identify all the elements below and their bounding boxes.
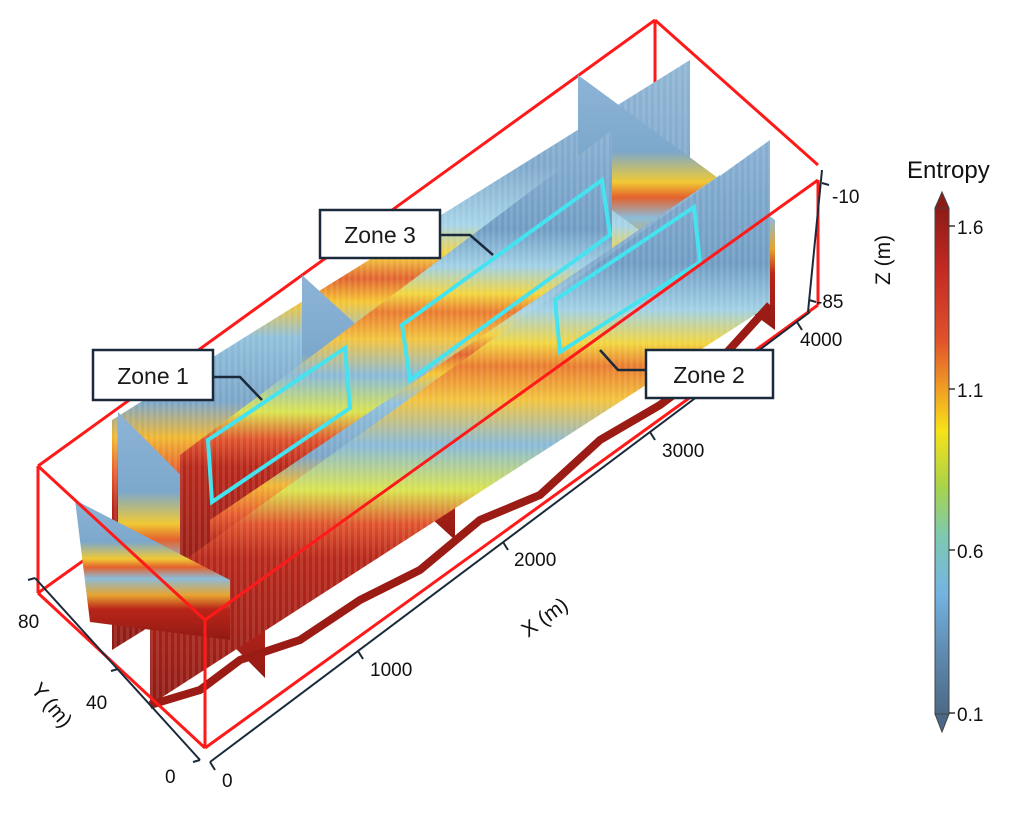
zone2-label: Zone 2 [673, 362, 745, 388]
zone1-label: Zone 1 [117, 363, 189, 389]
colorbar-tick-1.6: 1.6 [957, 218, 983, 239]
x-axis-title: X (m) [517, 593, 572, 642]
z-axis-title: Z (m) [872, 235, 895, 285]
y-axis-title: Y (m) [26, 678, 76, 732]
zone1-outline [205, 344, 353, 506]
y-tick-80: 80 [18, 612, 39, 633]
zone3-outline [399, 176, 613, 384]
colorbar-top-arrow [934, 190, 950, 209]
zone1-label-box [91, 348, 215, 402]
zone-callouts: Zone 1 Zone 3 Zone 2 [91, 208, 775, 402]
x-tick-2000: 2000 [514, 550, 556, 571]
y-tick-40: 40 [86, 693, 107, 714]
z-tick-neg10: -10 [832, 187, 859, 208]
colorbar-tick-1.1: 1.1 [957, 381, 983, 402]
zone3-label: Zone 3 [344, 222, 416, 248]
z-tick-neg85: -85 [816, 292, 843, 313]
colorbar-tick-0.6: 0.6 [957, 542, 983, 563]
colorbar-gradient [934, 207, 950, 715]
zone2-label-box [644, 348, 775, 400]
x-tick-3000: 3000 [662, 441, 704, 462]
x-tick-0: 0 [222, 771, 233, 792]
colorbar: Entropy 1.6 1.1 0.6 0.1 [907, 157, 990, 734]
colorbar-title: Entropy [907, 157, 990, 184]
y-tick-0: 0 [165, 767, 176, 788]
colorbar-bottom-arrow [934, 713, 950, 734]
colorbar-tick-0.1: 0.1 [957, 705, 983, 726]
zone3-label-box [318, 208, 442, 260]
x-tick-1000: 1000 [370, 660, 412, 681]
zone-outlines [205, 176, 703, 506]
zone2-outline [552, 203, 703, 356]
x-tick-4000: 4000 [800, 330, 842, 351]
section-walls [75, 60, 775, 709]
